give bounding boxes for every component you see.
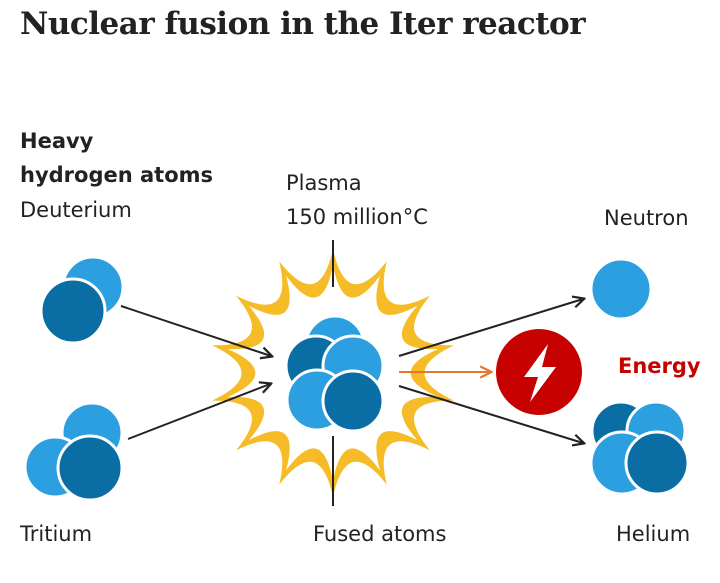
label-plasma-temperature: 150 million°C [286, 205, 428, 229]
label-helium: Helium [616, 522, 691, 546]
helium-atom [589, 400, 690, 496]
label-fused-atoms: Fused atoms [313, 522, 447, 546]
label-heavy: Heavy [20, 129, 94, 153]
label-energy: Energy [618, 354, 701, 378]
lightning-bolt-icon [496, 329, 582, 415]
deuterium-neutron [39, 277, 107, 345]
tritium-atom [23, 401, 124, 502]
arrow-tritium-to-plasma [127, 384, 270, 440]
label-neutron: Neutron [604, 206, 689, 230]
deuterium-atom [39, 255, 125, 345]
label-plasma: Plasma [286, 171, 362, 195]
label-tritium: Tritium [20, 522, 93, 546]
label-hydrogen-atoms: hydrogen atoms [20, 163, 214, 187]
arrow-deuterium-to-plasma [120, 305, 271, 356]
arrow-to-neutron [398, 299, 583, 357]
tritium-neutron-front [56, 434, 124, 502]
fused-atoms-cluster [284, 314, 385, 433]
neutron-particle [589, 257, 653, 321]
helium-particle [624, 430, 690, 496]
arrow-to-helium [398, 385, 583, 443]
fused-particle [321, 369, 385, 433]
diagram-title: Nuclear fusion in the Iter reactor [20, 6, 586, 42]
lightning-bolt-shape [524, 344, 556, 402]
label-deuterium: Deuterium [20, 198, 132, 222]
plasma-burst [212, 249, 454, 497]
